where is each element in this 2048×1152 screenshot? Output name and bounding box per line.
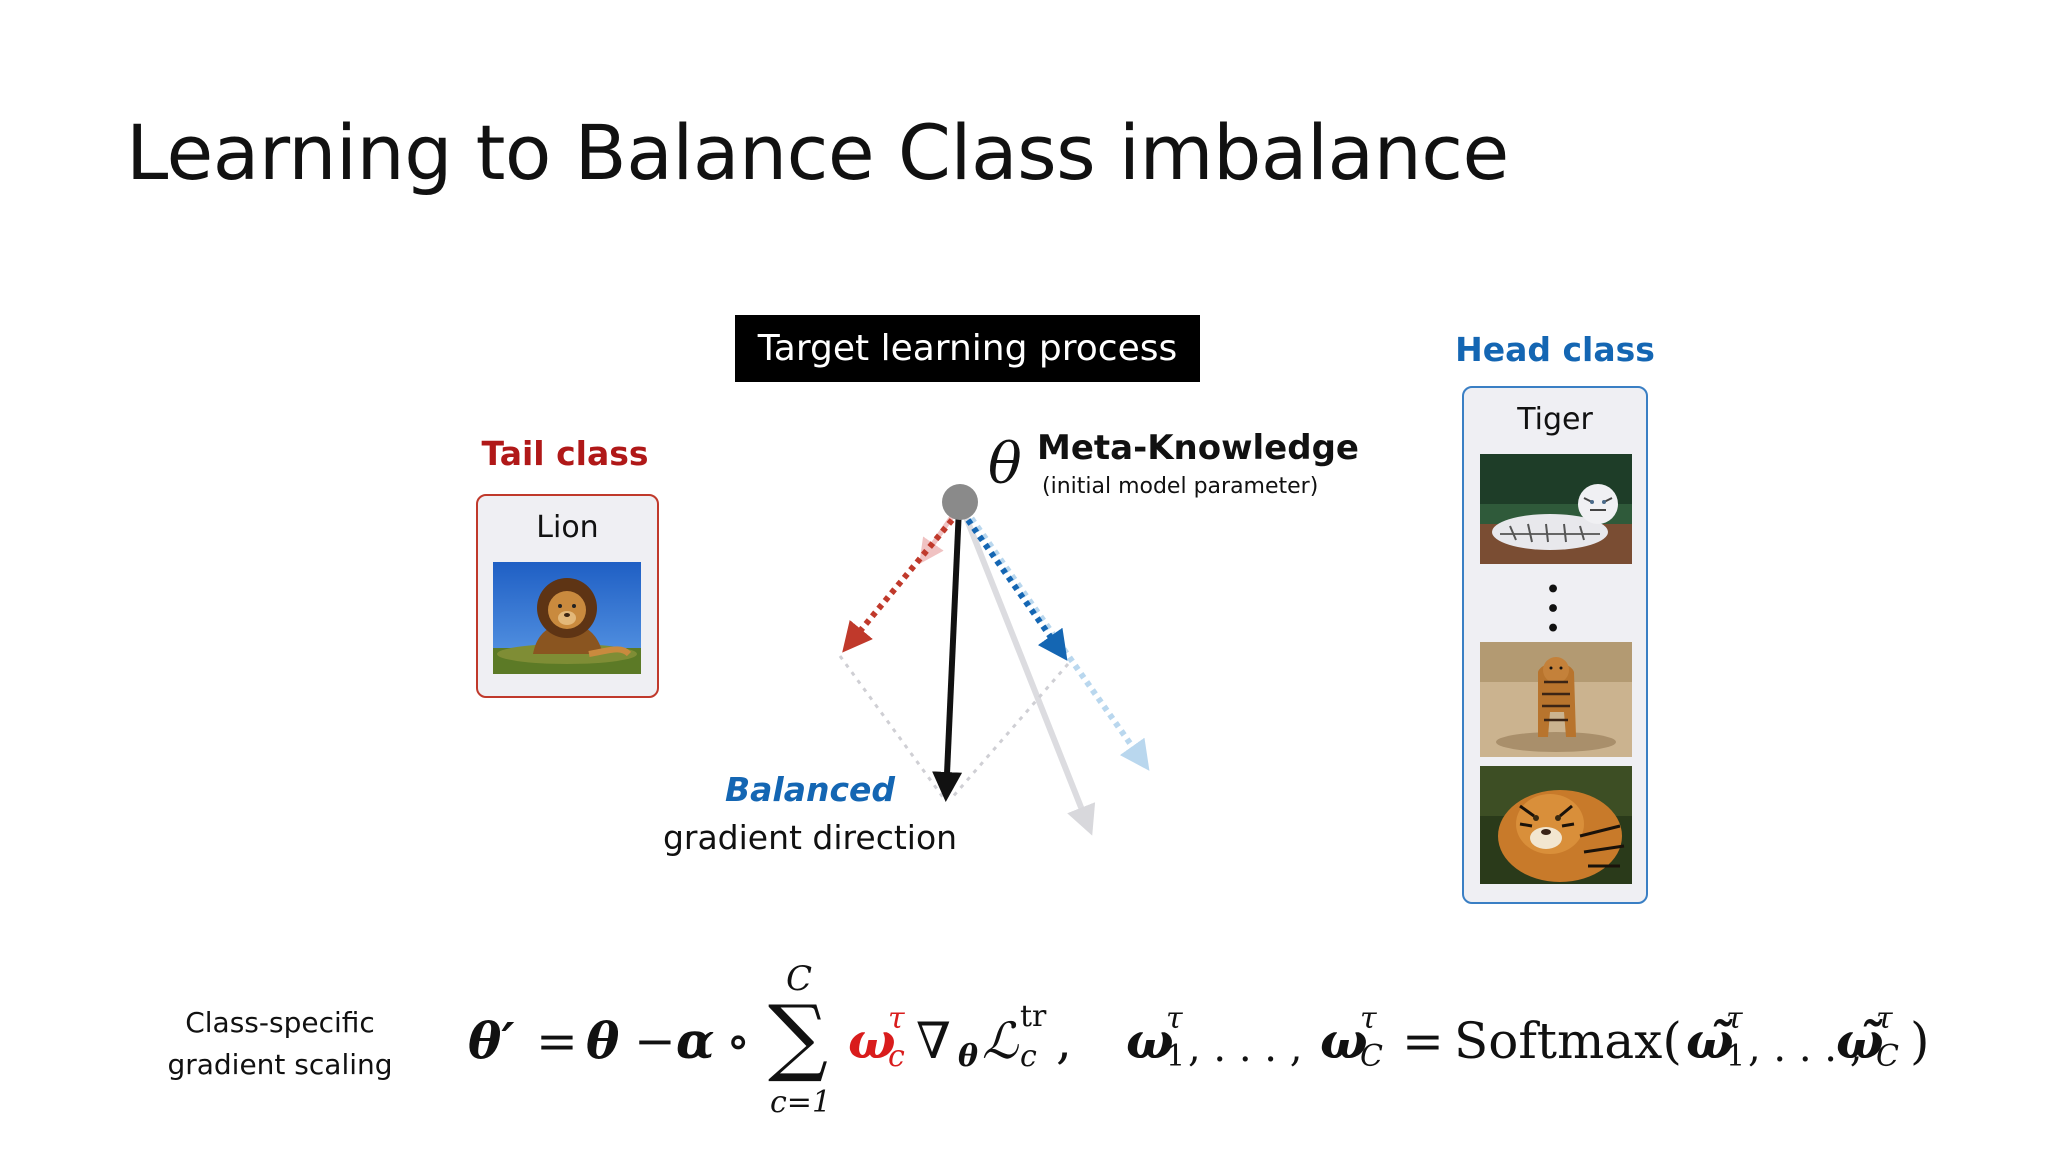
head-class-heading: Head class — [1455, 330, 1655, 369]
minus-sign: − — [634, 1012, 676, 1070]
theta-symbol: θ — [988, 432, 1022, 497]
theta-node — [942, 484, 978, 520]
class-specific-label: Class-specific gradient scaling — [160, 1002, 400, 1086]
loss-c-subscript: c — [1020, 1039, 1037, 1074]
equals-sign: = — [536, 1012, 578, 1070]
nabla-theta-subscript: θ — [958, 1039, 979, 1074]
compose-sign: ∘ — [726, 1012, 751, 1070]
loss-tr-superscript: tr — [1020, 999, 1047, 1034]
tilde-omega-first: ω̃ — [1686, 1011, 1734, 1070]
nabla-sign: ∇ — [916, 1012, 951, 1070]
lion-label: Lion — [536, 510, 599, 545]
list-dots-2: , . . . , — [1748, 1025, 1863, 1071]
tilde-omega-last-sub: C — [1876, 1039, 1899, 1074]
tiger-face-image — [1480, 766, 1632, 884]
tilde-omega-last: ω̃ — [1836, 1011, 1884, 1070]
omega-c-subscript: c — [888, 1039, 905, 1074]
sum-upper-limit: C — [786, 959, 813, 999]
class-specific-line1: Class-specific — [185, 1006, 375, 1039]
alpha: α — [676, 1011, 715, 1070]
omega-list-last-tau: τ — [1360, 1001, 1377, 1036]
update-formula: θ′ = θ − α ∘ C ∑ c=1 ω τ c ∇ θ ℒ tr c , … — [468, 958, 1948, 1128]
omega-tau-superscript: τ — [888, 1001, 905, 1036]
softmax-close: ) — [1910, 1012, 1930, 1070]
parallelogram-guide-right — [948, 663, 1070, 801]
tail-class-heading: Tail class — [481, 434, 649, 473]
meta-knowledge-title: Meta-Knowledge — [1037, 428, 1359, 468]
summation-sign: ∑ — [768, 987, 828, 1085]
theta: θ — [586, 1011, 620, 1070]
meta-knowledge-subtitle: (initial model parameter) — [1042, 474, 1319, 499]
softmax-open: Softmax( — [1454, 1012, 1682, 1070]
tail-gradient-arrow — [842, 518, 955, 653]
tail-class-card: Lion — [476, 494, 659, 698]
list-dots: , . . . , — [1188, 1025, 1303, 1071]
tiger-label: Tiger — [1517, 402, 1593, 437]
sum-lower-limit: c=1 — [770, 1085, 832, 1120]
tilde-omega-first-sub: 1 — [1726, 1039, 1746, 1074]
tilde-omega-last-tau: τ — [1876, 1001, 1893, 1036]
omega-list-last: ω — [1320, 1011, 1368, 1070]
omega-list-first: ω — [1126, 1011, 1174, 1070]
loss-symbol: ℒ — [982, 1012, 1019, 1070]
equals-sign-2: = — [1402, 1012, 1444, 1070]
ellipsis-icon — [1549, 584, 1557, 632]
gradient-direction-label: gradient direction — [662, 818, 958, 857]
target-learning-banner: Target learning process — [735, 315, 1200, 382]
omega-list-first-tau: τ — [1166, 1001, 1183, 1036]
walking-tiger-image — [1480, 642, 1632, 757]
omega-list-first-sub: 1 — [1166, 1039, 1186, 1074]
lion-image — [493, 562, 641, 674]
tilde-omega-first-tau: τ — [1726, 1001, 1743, 1036]
head-class-card: Tiger — [1462, 386, 1648, 904]
faded-head-gradient-arrow — [957, 500, 1150, 771]
faded-unbalanced-arrow — [957, 500, 1096, 836]
slide-title: Learning to Balance Class imbalance — [126, 108, 1509, 197]
class-specific-line2: gradient scaling — [167, 1048, 393, 1081]
omega-class-weight: ω — [848, 1011, 896, 1070]
comma: , — [1056, 1012, 1072, 1070]
head-gradient-arrow — [965, 518, 1068, 661]
theta-prime: θ′ — [468, 1011, 515, 1070]
omega-list-last-sub: C — [1360, 1039, 1383, 1074]
balanced-gradient-arrow — [932, 507, 963, 802]
balanced-label: Balanced — [724, 770, 896, 809]
white-tiger-image — [1480, 454, 1632, 564]
